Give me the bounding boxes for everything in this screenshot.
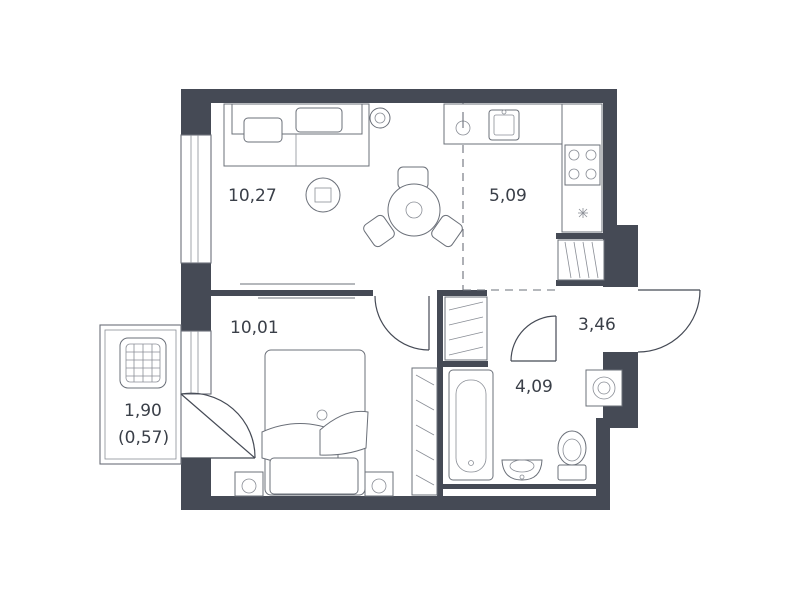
tv-stand-icon xyxy=(240,283,355,299)
nightstand-right-icon xyxy=(364,471,394,497)
dining-table-icon xyxy=(363,166,463,248)
washing-machine-icon xyxy=(585,369,623,407)
sofa-icon xyxy=(223,103,370,167)
coffee-table-icon xyxy=(305,177,341,213)
room-area-bathroom: 4,09 xyxy=(515,377,553,397)
room-area-balcony: 1,90 xyxy=(124,401,162,421)
room-area-kitchen: 5,09 xyxy=(489,186,527,206)
plant-icon xyxy=(369,107,391,129)
hall-wardrobe-icon xyxy=(557,239,605,281)
balcony xyxy=(99,324,182,465)
kitchen-counter xyxy=(443,103,603,233)
room-area-balcony-reduced: (0,57) xyxy=(118,428,169,448)
bathtub-icon xyxy=(448,369,494,481)
room-area-hall: 3,46 xyxy=(578,315,616,335)
room-area-bedroom: 10,01 xyxy=(230,318,279,338)
toilet-icon xyxy=(557,430,587,481)
nightstand-left-icon xyxy=(234,471,264,497)
bed-icon xyxy=(261,349,369,496)
bedroom-wardrobe-icon xyxy=(411,367,438,496)
area-labels: 10,27 5,09 3,46 10,01 4,09 1,90 (0,57) xyxy=(118,186,616,448)
doors xyxy=(180,289,701,459)
sink-icon xyxy=(488,109,520,141)
linen-closet-icon xyxy=(444,296,488,361)
washbasin-icon xyxy=(501,459,543,481)
laundry-basket-icon xyxy=(119,337,167,389)
fridge-icon xyxy=(578,208,588,218)
faucet-icon xyxy=(455,112,471,136)
cooktop-icon xyxy=(564,144,601,186)
windows xyxy=(180,134,212,395)
room-area-living: 10,27 xyxy=(228,186,277,206)
